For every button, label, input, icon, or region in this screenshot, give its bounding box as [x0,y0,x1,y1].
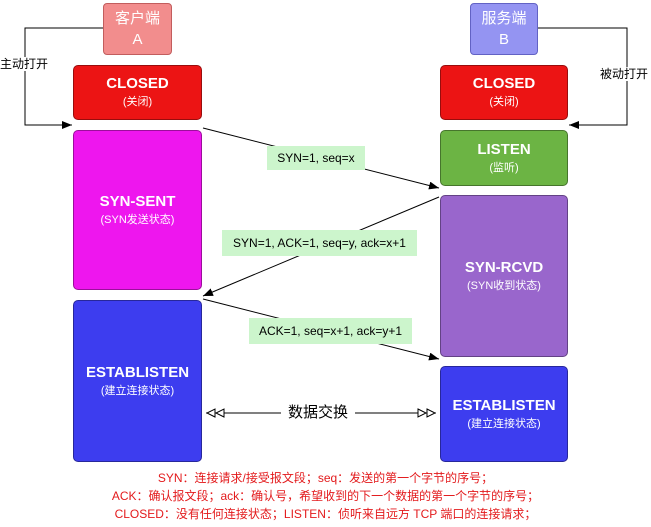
message-label-syn-ack: SYN=1, ACK=1, seq=y, ack=x+1 [222,230,417,256]
state-desc: (SYN收到状态) [467,279,541,292]
state-desc: (关闭) [122,96,153,108]
server-name: 服务端 [481,10,527,27]
state-title: LISTEN [477,140,531,158]
message-label-ack: ACK=1, seq=x+1, ack=y+1 [249,318,412,344]
active-open-label: 主动打开 [0,57,49,71]
message-label-syn: SYN=1, seq=x [267,146,365,170]
client-state-syn-sent: SYN-SENT (SYN发送状态) [73,130,202,290]
legend-line: SYN：连接请求/接受报文段；seq：发送的第一个字节的序号； [157,471,494,485]
server-actor-box: 服务端 B [470,3,538,55]
state-desc: (建立连接状态) [100,384,175,397]
legend-line: CLOSED：没有任何连接状态；LISTEN：侦听来自远方 TCP 端口的连接请… [114,507,537,521]
state-title: CLOSED [106,75,169,92]
legend: SYN：连接请求/接受报文段；seq：发送的第一个字节的序号； ACK：确认报文… [0,469,651,523]
server-state-listen: LISTEN (监听) [440,130,568,186]
client-state-closed: CLOSED (关闭) [73,65,202,120]
client-actor-box: 客户端 A [103,3,172,55]
server-state-closed: CLOSED (关闭) [440,65,568,120]
client-id: A [132,31,143,48]
state-title: CLOSED [472,75,536,92]
state-desc: (SYN发送状态) [100,213,175,226]
passive-open-label: 被动打开 [600,67,649,81]
state-title: ESTABLISTEN [452,396,556,414]
state-desc: (监听) [489,161,519,174]
active-open-arrow [24,27,103,129]
client-state-established: ESTABLISTEN (建立连接状态) [73,300,202,462]
server-id: B [498,31,509,48]
state-title: ESTABLISTEN [85,363,190,381]
state-desc: (关闭) [489,96,519,108]
legend-line: ACK：确认报文段；ack：确认号，希望收到的下一个数据的第一个字节的序号； [111,489,540,503]
data-exchange-label: 数据交换 [281,403,355,423]
server-state-syn-rcvd: SYN-RCVD (SYN收到状态) [440,195,568,357]
state-title: SYN-SENT [99,192,176,210]
state-title: SYN-RCVD [464,258,544,276]
server-state-established: ESTABLISTEN (建立连接状态) [440,366,568,462]
state-desc: (建立连接状态) [467,417,541,430]
client-name: 客户端 [114,10,160,27]
